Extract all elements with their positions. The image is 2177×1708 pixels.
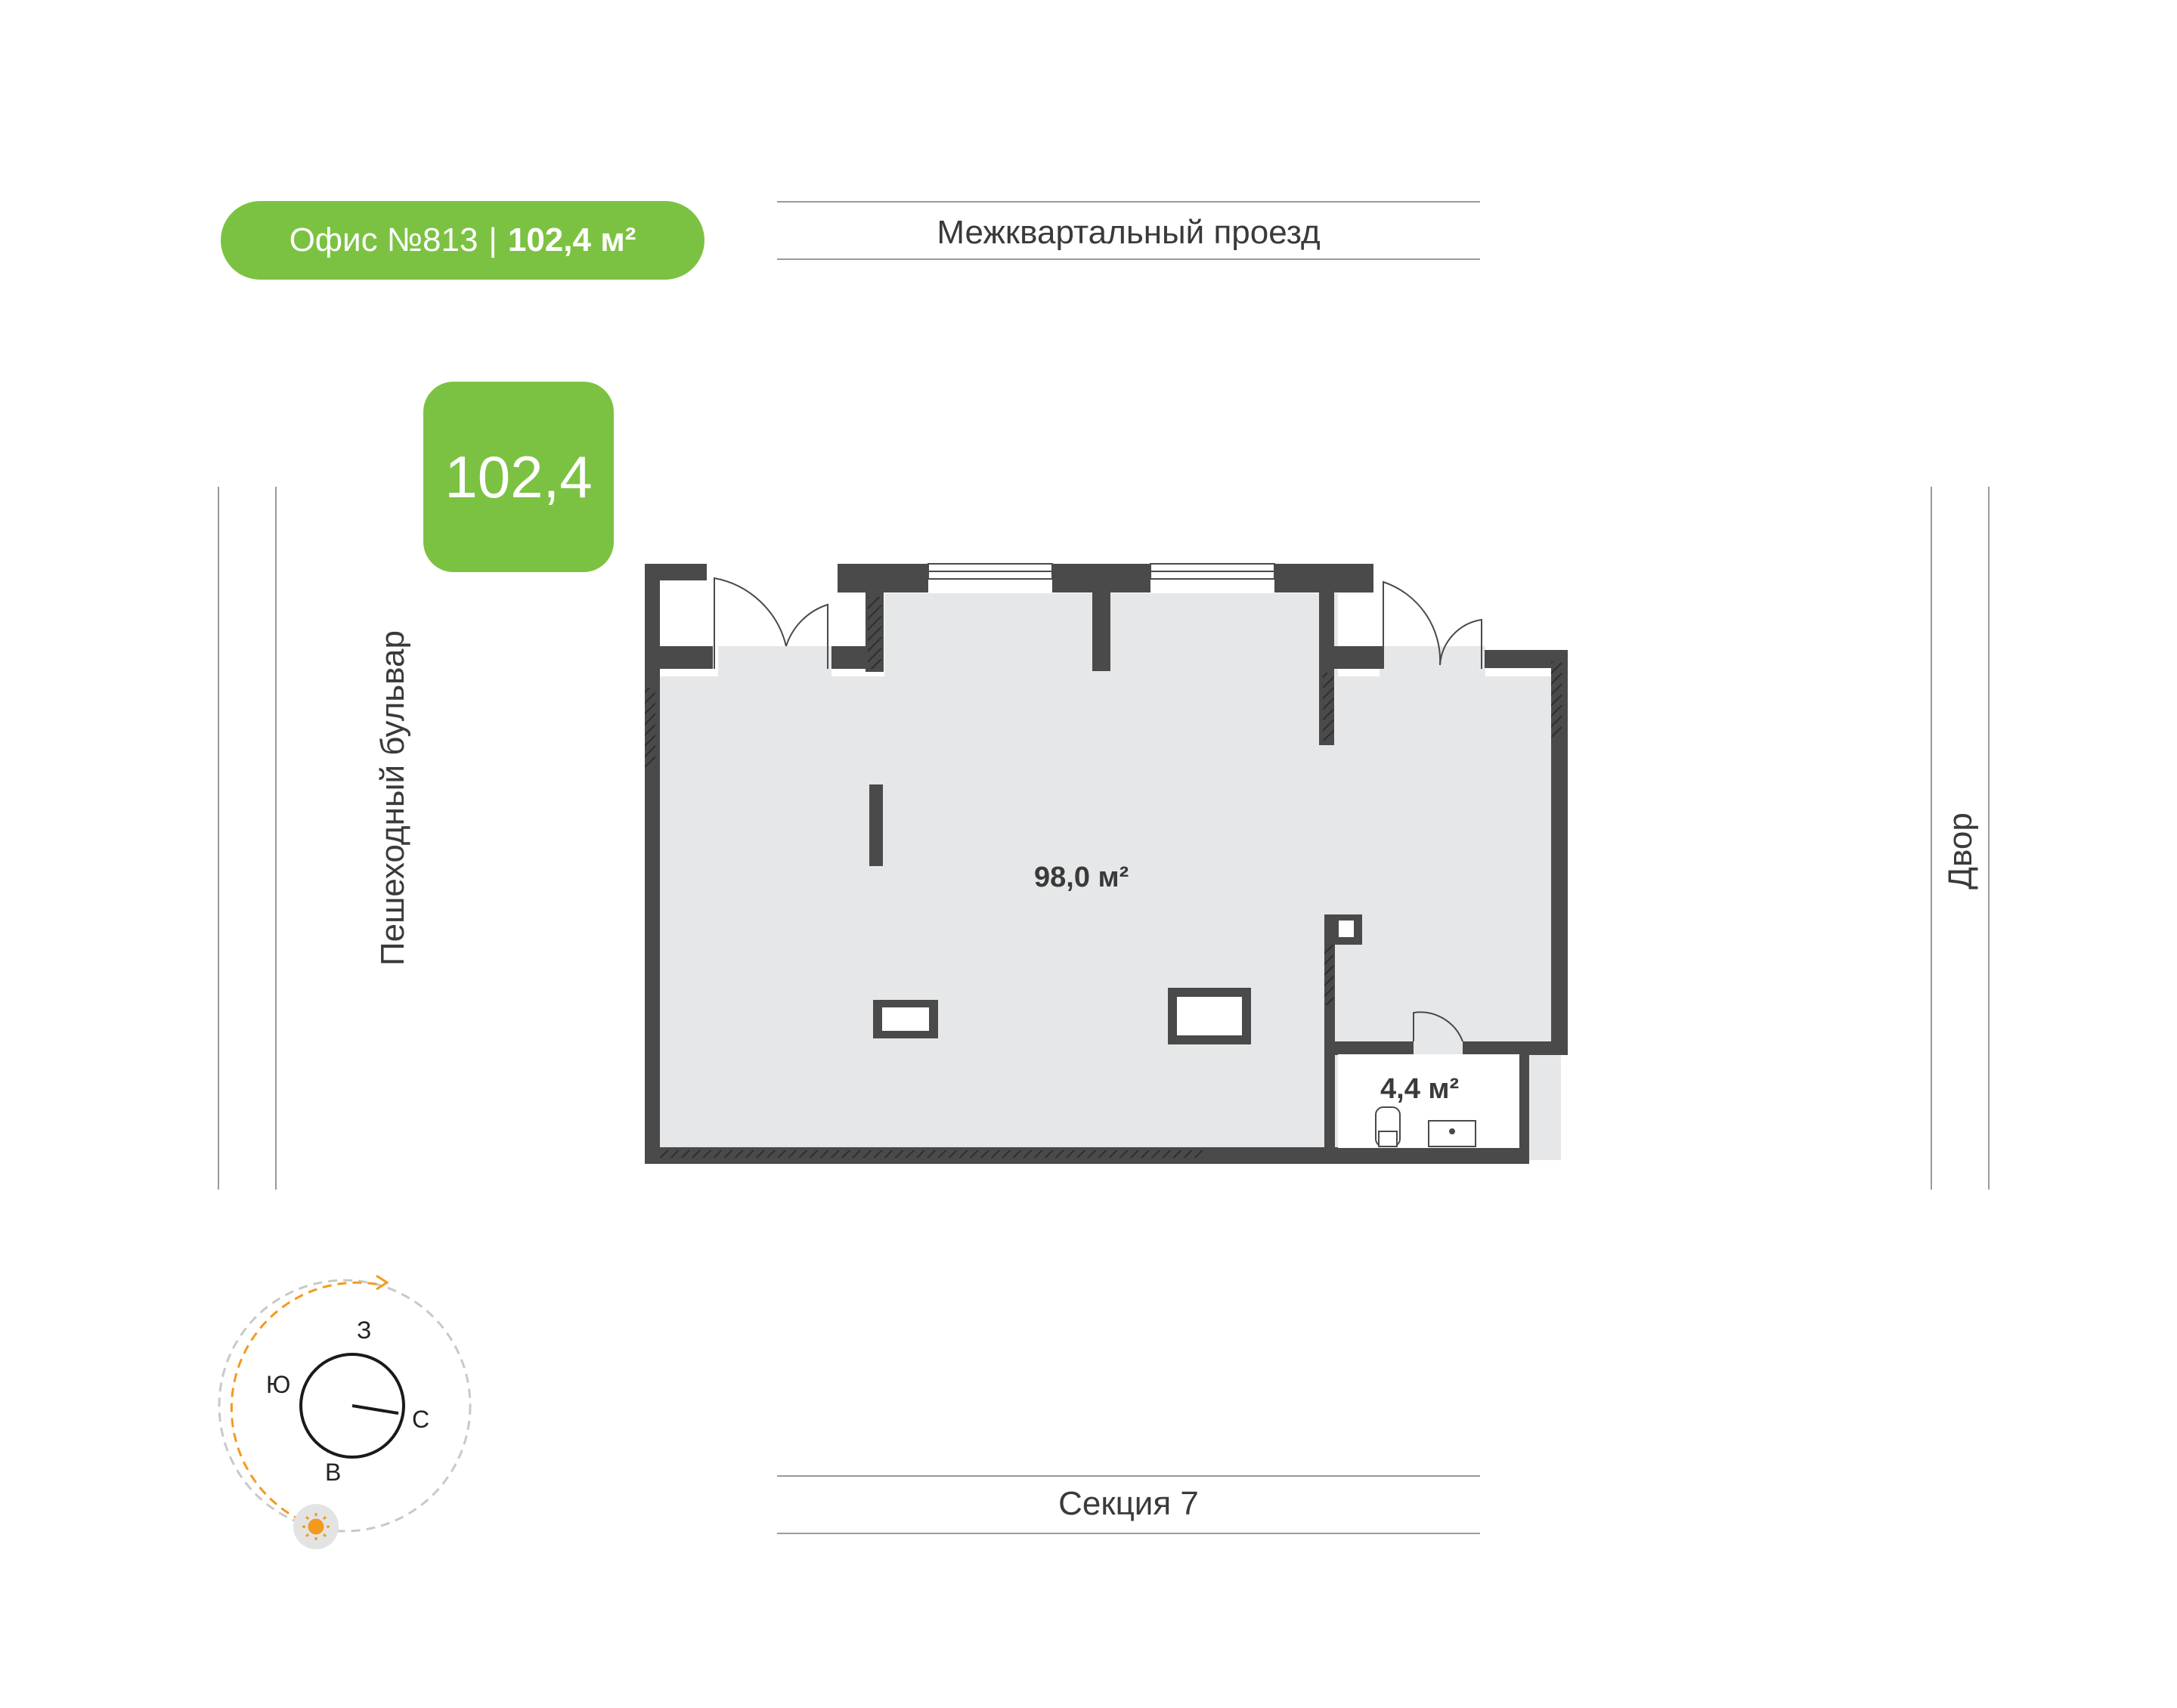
doors xyxy=(714,577,1482,1042)
compass-needle xyxy=(351,1404,399,1415)
bathroom-fixtures xyxy=(1338,1054,1519,1148)
street-top-label: Межквартальный проезд xyxy=(937,214,1321,251)
street-right-line-outer xyxy=(1988,487,1990,1190)
wall-right xyxy=(1551,650,1568,1055)
door-left-a xyxy=(714,577,787,669)
wall-bathroom-top-left xyxy=(1324,1041,1414,1055)
compass-south: Ю xyxy=(266,1371,291,1398)
compass-west: З xyxy=(357,1317,372,1344)
office-total-area: 102,4 м² xyxy=(507,221,636,258)
door-right-b xyxy=(1439,618,1482,669)
wall-top-corner xyxy=(645,564,707,580)
street-right-line-inner xyxy=(1931,487,1932,1190)
compass-east: В xyxy=(325,1459,342,1486)
office-badge: Офис №813 | 102,4 м² xyxy=(221,201,705,280)
badge-separator: | xyxy=(488,221,497,258)
street-left-line-inner xyxy=(275,487,277,1190)
wall-bathroom-top-right xyxy=(1463,1041,1568,1055)
room-bathroom-area: 4,4 м² xyxy=(1380,1073,1460,1105)
door-bathroom xyxy=(1413,1011,1463,1042)
shafts xyxy=(873,921,1354,1044)
area-badge-value: 102,4 xyxy=(444,443,593,510)
room-main-area: 98,0 м² xyxy=(1034,862,1129,893)
street-bottom-line-upper xyxy=(777,1475,1480,1477)
column-freestanding xyxy=(869,784,883,866)
area-badge: 102,4 xyxy=(423,382,614,572)
compass-north: С xyxy=(412,1406,430,1433)
street-top-line-upper xyxy=(777,201,1480,203)
street-left-line-outer xyxy=(218,487,219,1190)
street-top-line-lower xyxy=(777,258,1480,260)
wall-entry-right xyxy=(1327,646,1383,669)
windows xyxy=(927,563,1321,593)
sun-path-arrow-icon xyxy=(376,1274,389,1291)
wall-top-pier-right xyxy=(1327,564,1373,593)
office-name: Офис №813 xyxy=(289,221,478,258)
sun-path-outline xyxy=(218,1279,472,1533)
hatched-walls xyxy=(645,597,1562,1158)
street-bottom-line-lower xyxy=(777,1533,1480,1534)
wall-partition-top xyxy=(1092,574,1110,671)
door-right-a xyxy=(1383,580,1442,669)
compass-circle xyxy=(299,1353,405,1459)
street-bottom-label: Секция 7 xyxy=(1058,1485,1199,1522)
sun-path xyxy=(230,1281,381,1528)
wall-entry-left-outer xyxy=(645,646,713,669)
sun-icon xyxy=(302,1513,330,1540)
door-left-b xyxy=(785,603,828,669)
